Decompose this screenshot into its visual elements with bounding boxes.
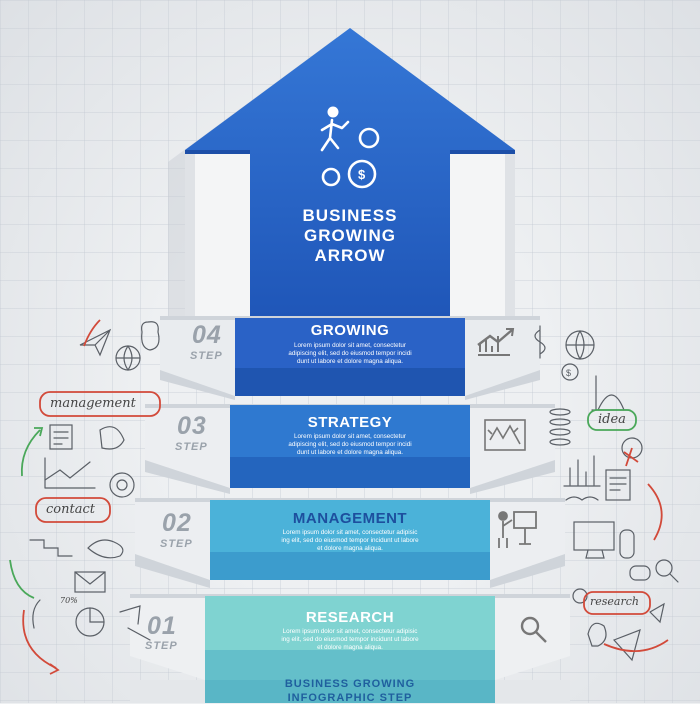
doodle-management-label: management [50, 396, 136, 411]
step-02-body: Lorem ipsum dolor sit amet, consectetur … [281, 529, 419, 552]
strategy-chart-icon [484, 419, 526, 451]
left-red-accents [22, 319, 161, 675]
step-01-body: Lorem ipsum dolor sit amet, consectetur … [281, 628, 419, 651]
step-01-number: 01 [147, 612, 177, 640]
step-01-block [130, 594, 570, 703]
footer-line-2: INFOGRAPHIC STEP [287, 692, 413, 704]
step-04-title: GROWING [310, 322, 390, 339]
step-04-label: STEP [190, 350, 223, 362]
step-01-title: RESEARCH [305, 609, 395, 626]
step-04-number: 04 [192, 321, 222, 349]
left-green-accents [9, 427, 44, 599]
step-04-body: Lorem ipsum dolor sit amet, consectetur … [288, 342, 412, 365]
right-red-accents [583, 447, 669, 653]
presenter-icon [498, 511, 537, 548]
doodle-research-label: research [590, 595, 639, 608]
magnifier-icon [520, 616, 547, 643]
running-man-gears-icon: $ [320, 106, 380, 189]
right-green-accents [587, 409, 637, 431]
step-03-number: 03 [177, 412, 207, 440]
step-02-label: STEP [160, 538, 193, 550]
doodle-percent-label: 70% [60, 596, 78, 605]
step-03-block [145, 404, 555, 494]
arrow-pillar-left [185, 150, 250, 318]
arrow-title-line-2: GROWING [304, 226, 396, 245]
arrow-title-line-3: ARROW [314, 246, 386, 265]
step-02-title: MANAGEMENT [292, 510, 408, 527]
svg-text:$: $ [566, 368, 571, 378]
step-03-body: Lorem ipsum dolor sit amet, consectetur … [288, 433, 412, 456]
step-02-number: 02 [162, 509, 192, 537]
left-doodles [29, 321, 160, 641]
footer-line-1: BUSINESS GROWING [284, 678, 416, 690]
step-02-block [135, 498, 565, 588]
step-03-title: STRATEGY [307, 414, 393, 431]
step-01-label: STEP [145, 640, 178, 652]
arrow-title-line-1: BUSINESS [302, 206, 398, 225]
step-04-block [160, 316, 540, 400]
arrow-pillar-right [450, 150, 515, 318]
svg-text:$: $ [358, 167, 366, 182]
chart-up-icon [477, 328, 515, 356]
step-03-label: STEP [175, 441, 208, 453]
doodle-contact-label: contact [46, 502, 95, 517]
doodle-idea-label: idea [598, 412, 626, 427]
